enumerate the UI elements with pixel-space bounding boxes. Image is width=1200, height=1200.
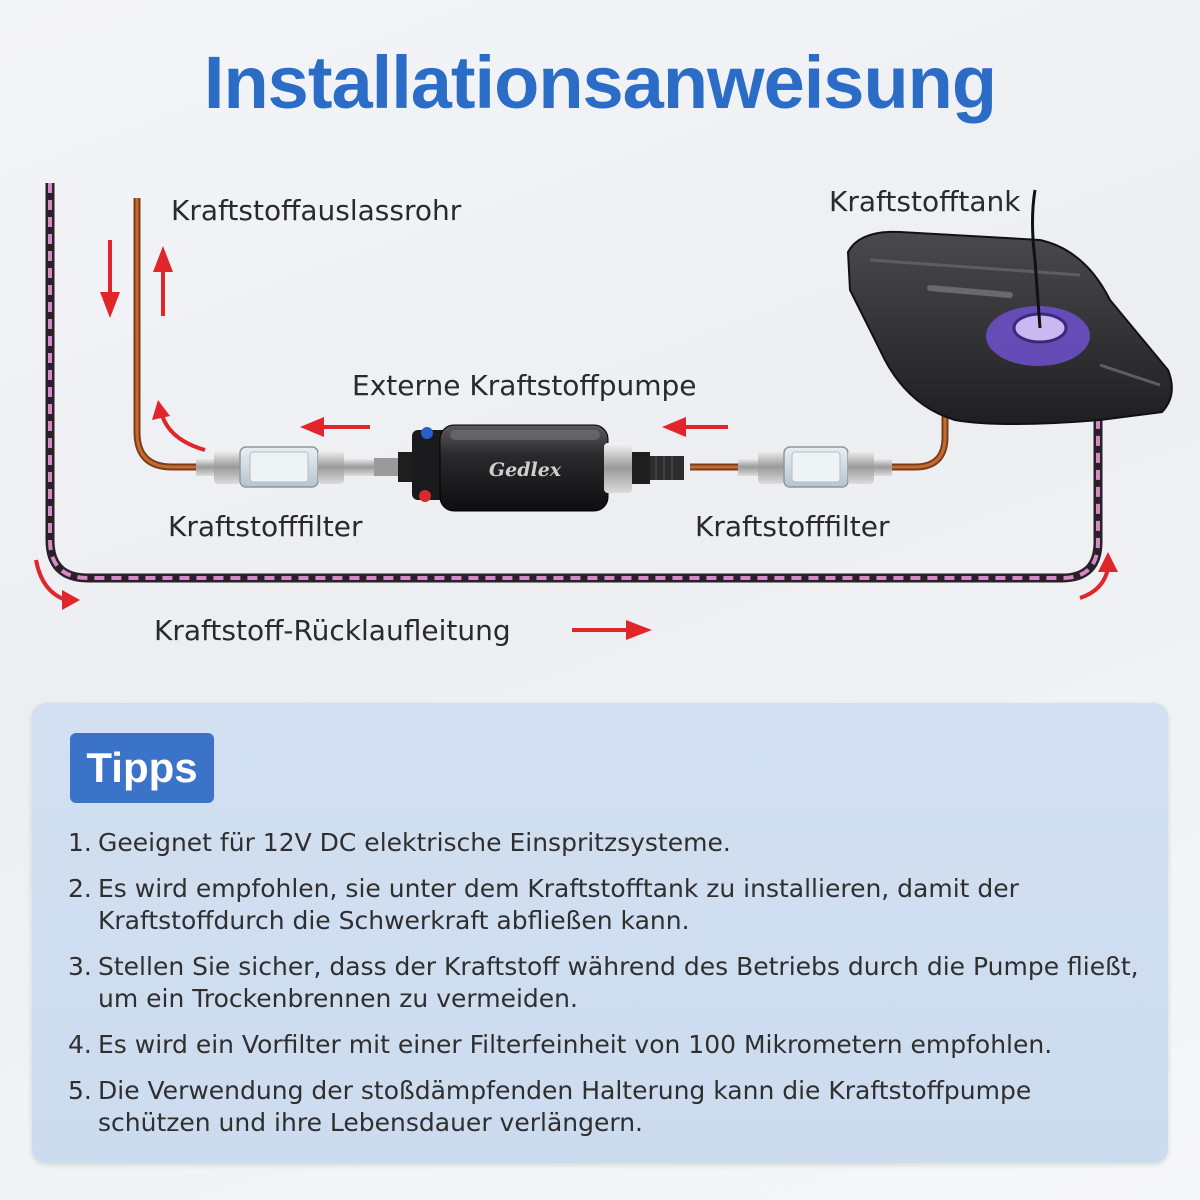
label-return-line: Kraftstoff-Rücklaufleitung: [154, 614, 511, 647]
tips-panel: Tipps 1. Geeignet für 12V DC elektrische…: [32, 703, 1168, 1163]
tip-text: Die Verwendung der stoßdämpfenden Halter…: [98, 1076, 1032, 1137]
arrow-right-return-icon: [572, 620, 652, 640]
tip-item: 2. Es wird empfohlen, sie unter dem Kraf…: [68, 873, 1148, 937]
tip-item: 3. Stellen Sie sicher, dass der Kraftsto…: [68, 951, 1148, 1015]
curved-arrow-bottom-left-icon: [34, 559, 80, 610]
label-filter-right: Kraftstofffilter: [695, 510, 890, 543]
arrow-up-icon: [153, 246, 173, 316]
tip-number: 5.: [68, 1076, 92, 1105]
label-filter-left: Kraftstofffilter: [168, 510, 363, 543]
tip-text: Stellen Sie sicher, dass der Kraftstoff …: [98, 952, 1139, 1013]
label-outlet-pipe: Kraftstoffauslassrohr: [171, 194, 462, 227]
label-fuel-tank: Kraftstofftank: [829, 185, 1021, 218]
pump-brand: Gedlex: [489, 459, 562, 481]
curved-arrow-bottom-right-icon: [1079, 552, 1118, 600]
tip-number: 1.: [68, 828, 92, 857]
tips-list: 1. Geeignet für 12V DC elektrische Einsp…: [68, 827, 1148, 1153]
fuel-tank: [846, 189, 1173, 425]
arrow-down-icon: [100, 240, 120, 318]
fuel-filter-left-icon: [196, 446, 374, 488]
fitting-left-icon: [374, 452, 416, 482]
curved-arrow-up-icon: [152, 400, 206, 452]
fuel-system-diagram: Gedlex: [34, 183, 1173, 647]
arrow-left-pump-icon: [300, 417, 370, 437]
tip-item: 1. Geeignet für 12V DC elektrische Einsp…: [68, 827, 1148, 859]
tip-text: Geeignet für 12V DC elektrische Einsprit…: [98, 828, 731, 857]
tip-number: 2.: [68, 874, 92, 903]
label-external-pump: Externe Kraftstoffpumpe: [352, 369, 697, 402]
tip-number: 3.: [68, 952, 92, 981]
page-title: Installationsanweisung: [203, 41, 997, 124]
fuel-outlet-pipe: [133, 198, 210, 471]
tip-item: 5. Die Verwendung der stoßdämpfenden Hal…: [68, 1075, 1148, 1139]
tip-text: Es wird empfohlen, sie unter dem Kraftst…: [98, 874, 1019, 935]
arrow-left-filter-icon: [662, 417, 728, 437]
external-fuel-pump-icon: Gedlex: [412, 424, 684, 512]
tip-item: 4. Es wird ein Vorfilter mit einer Filte…: [68, 1029, 1148, 1061]
tip-text: Es wird ein Vorfilter mit einer Filterfe…: [98, 1030, 1053, 1059]
tips-heading: Tipps: [70, 733, 214, 803]
flow-arrows: [34, 240, 1118, 640]
fuel-filter-right-icon: [738, 446, 892, 488]
tip-number: 4.: [68, 1030, 92, 1059]
